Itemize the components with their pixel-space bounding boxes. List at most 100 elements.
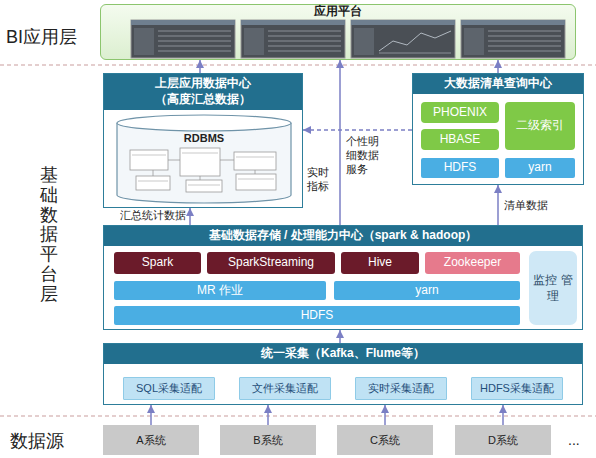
layer-label: BI应用层	[6, 25, 77, 49]
node-text: SQL采集适配	[136, 382, 202, 395]
component-box: PHOENIX	[421, 102, 499, 123]
node-text: SparkStreaming	[228, 256, 314, 270]
node-text: yarn	[528, 161, 551, 175]
dashed-separator	[0, 65, 596, 66]
er-row	[138, 181, 168, 182]
screenshot	[241, 20, 345, 58]
node-text: B系统	[253, 434, 282, 447]
connector-arrow	[497, 60, 499, 73]
er-link	[200, 176, 201, 180]
er-row	[182, 153, 218, 154]
node-text: RDBMS	[116, 114, 292, 145]
adapter-box: HDFS采集适配	[471, 377, 563, 400]
node-text: D系统	[488, 434, 518, 447]
node-text: Spark	[142, 256, 173, 270]
node-text: Hive	[368, 256, 392, 270]
er-row	[132, 155, 166, 156]
er-table	[234, 152, 276, 170]
panel-header: 基础数据存储 / 处理能力中心（spark & hadoop）	[104, 226, 582, 246]
edge-label: 清单数据	[504, 199, 554, 213]
er-table	[180, 148, 220, 176]
er-link	[220, 160, 234, 161]
node-text: MR 作业	[197, 284, 243, 298]
node-text: 实时采集适配	[368, 382, 434, 395]
component-box: Spark	[114, 252, 201, 274]
node-text: HDFS采集适配	[480, 382, 554, 395]
edge-label: 汇总统计数据	[116, 209, 186, 223]
app-platform-band: 应用平台	[100, 4, 576, 60]
node-text: HDFS	[444, 161, 477, 175]
connector-arrow	[497, 185, 499, 225]
component-box: 二级索引	[505, 102, 575, 150]
er-row	[238, 179, 274, 180]
er-table	[130, 150, 168, 170]
node-text: 统一采集（Kafka、Flume等）	[261, 346, 425, 362]
node-text: Zookeeper	[444, 256, 501, 270]
panel-box: 统一采集（Kafka、Flume等） SQL采集适配 文件采集适配 实时采集适配 HDF…	[103, 343, 583, 405]
node-text: 应用平台	[101, 5, 575, 18]
panel-header: 统一采集（Kafka、Flume等）	[104, 344, 582, 364]
layer-label: 基础数据平台层	[40, 166, 58, 305]
screenshot	[461, 20, 565, 58]
er-table	[186, 180, 222, 192]
panel-header: 大数据清单查询中心	[413, 74, 583, 94]
node-text: PHOENIX	[433, 106, 487, 120]
er-row	[188, 185, 220, 186]
monitor-box: 监控 管理	[529, 251, 577, 325]
node-text: 大数据清单查询中心	[444, 76, 552, 92]
er-table	[136, 176, 170, 190]
er-link	[168, 160, 180, 161]
connector-arrow	[339, 60, 341, 225]
layer-bar: HDFS	[421, 158, 499, 178]
layer-bar: yarn	[334, 281, 520, 300]
node-text: C系统	[370, 434, 400, 447]
connector-arrow	[199, 60, 201, 73]
cylinder-outline	[116, 114, 292, 204]
edge-label: 实时指标	[307, 166, 331, 194]
component-box: SparkStreaming	[207, 252, 335, 274]
er-link	[255, 170, 256, 174]
node-text: HBASE	[440, 133, 481, 147]
connector-arrow	[339, 330, 341, 343]
layer-label: 数据源	[10, 429, 64, 453]
node-text: 基础数据存储 / 处理能力中心（spark & hadoop）	[209, 228, 478, 244]
edge-label: 个性明细数据服务	[346, 135, 382, 176]
component-box: Hive	[341, 252, 419, 274]
source-system-box: D系统	[455, 425, 551, 455]
adapter-box: 文件采集适配	[239, 377, 331, 400]
connector-arrow	[303, 129, 412, 131]
layer-bar: MR 作业	[114, 281, 326, 300]
er-table	[236, 174, 276, 190]
panel-header: 上层应用数据中心 （高度汇总数据）	[104, 74, 302, 110]
node-text: A系统	[136, 434, 165, 447]
node-text: 二级索引	[516, 119, 564, 133]
cylinder-top	[117, 115, 291, 131]
panel-box: 大数据清单查询中心 PHOENIX HBASE 二级索引 HDFS yarn	[412, 73, 584, 185]
connector-arrow	[267, 405, 269, 425]
node-text: HDFS	[301, 309, 334, 323]
er-link	[153, 170, 154, 176]
node-text: yarn	[415, 284, 438, 298]
component-box: Zookeeper	[425, 252, 520, 274]
adapter-box: SQL采集适配	[123, 377, 215, 400]
source-system-box: A系统	[103, 425, 199, 455]
panel-box: 基础数据存储 / 处理能力中心（spark & hadoop） Spark Spar…	[103, 225, 583, 330]
layer-label: ...	[568, 432, 580, 448]
node-text: 监控 管理	[533, 272, 573, 304]
layer-bar: HDFS	[114, 306, 520, 325]
source-system-box: B系统	[220, 425, 316, 455]
dashed-separator	[0, 416, 596, 417]
connector-arrow	[150, 405, 152, 425]
connector-arrow	[189, 208, 191, 225]
screenshot	[351, 20, 455, 58]
source-system-box: C系统	[337, 425, 433, 455]
connector-arrow	[384, 405, 386, 425]
panel-box: 上层应用数据中心 （高度汇总数据） RDBMS	[103, 73, 303, 208]
connector-arrow	[502, 405, 504, 425]
adapter-box: 实时采集适配	[355, 377, 447, 400]
er-row	[236, 157, 274, 158]
database-cylinder: RDBMS	[116, 114, 292, 204]
layer-bar: yarn	[505, 158, 575, 178]
